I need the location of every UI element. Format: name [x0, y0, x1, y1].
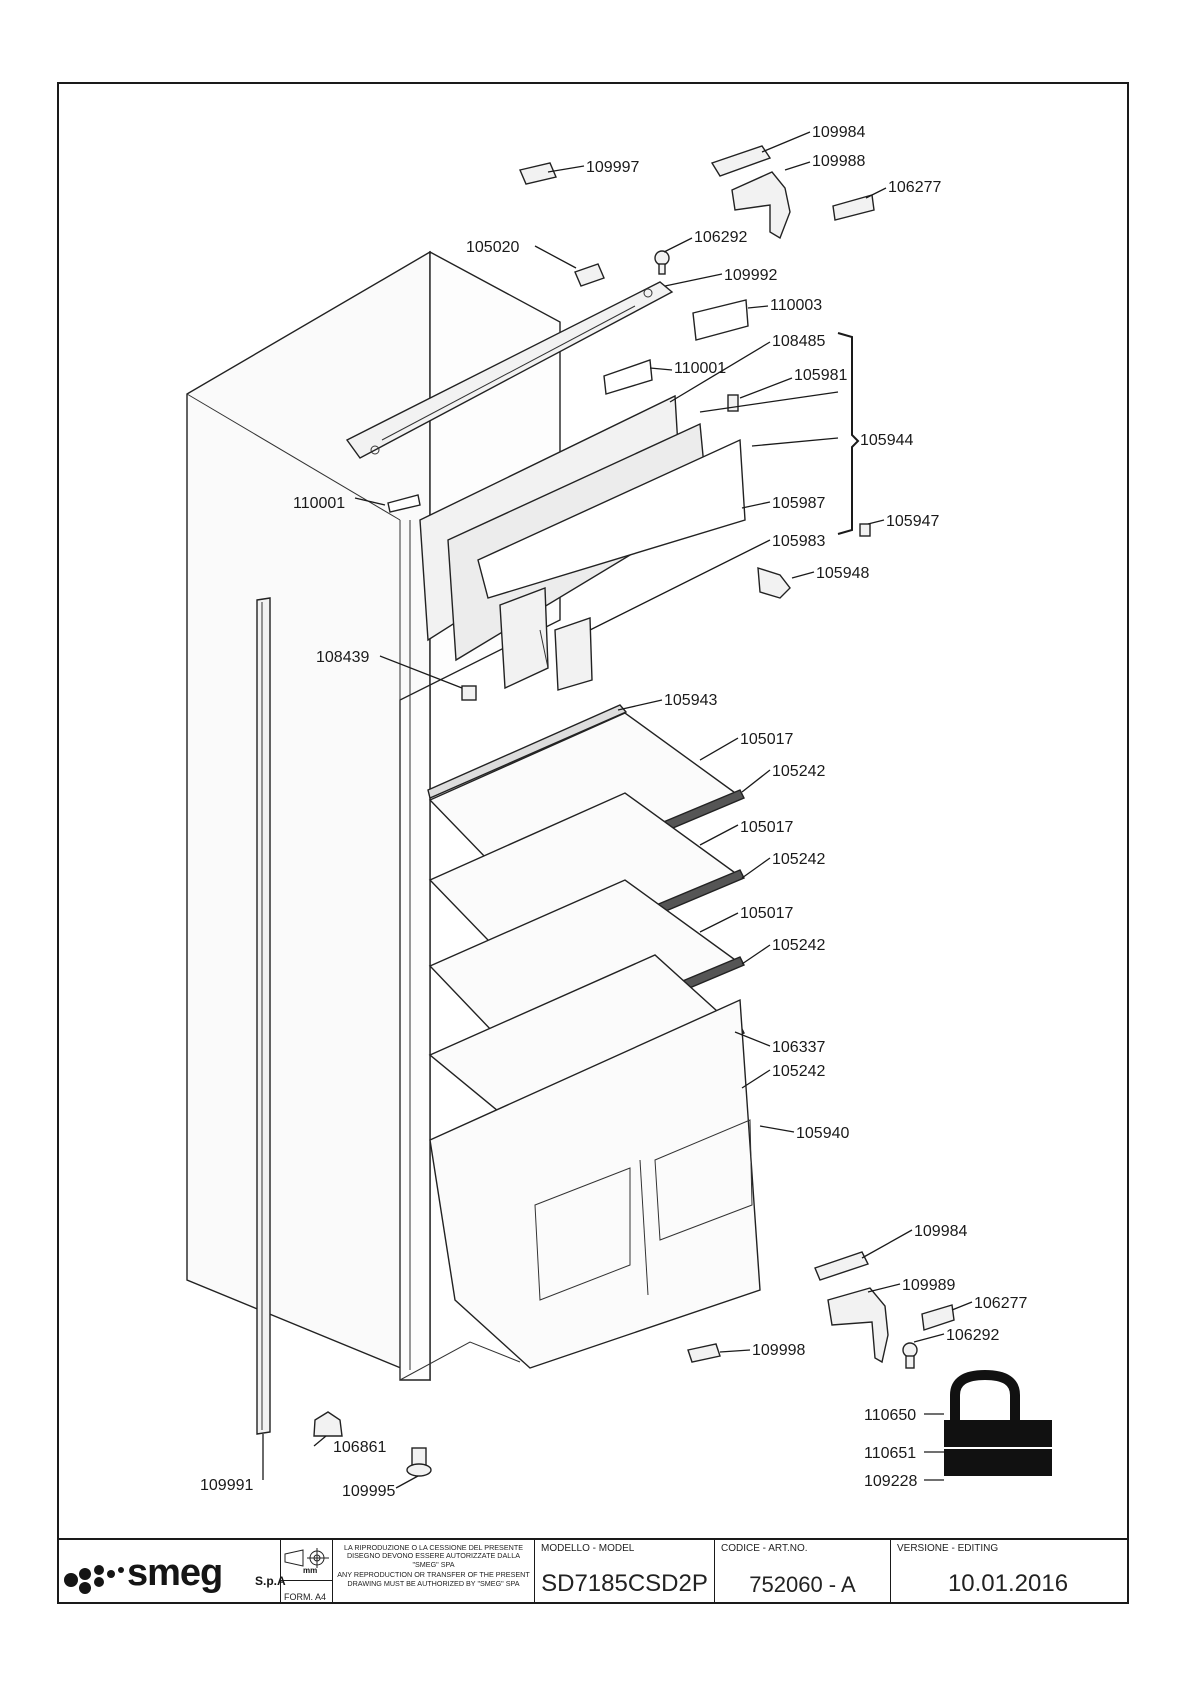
brand-name: smeg — [127, 1552, 223, 1594]
part-label: 110001 — [674, 360, 726, 377]
part-labels: 109984 109988 109997 106277 106292 10502… — [200, 124, 1027, 1500]
top-cap — [574, 263, 605, 287]
part-label: 105242 — [772, 1063, 825, 1080]
disclaimer-cell: LA RIPRODUZIONE O LA CESSIONE DEL PRESEN… — [333, 1540, 535, 1604]
crisper-drawers — [429, 998, 761, 1369]
plate-label — [387, 359, 653, 513]
freezer-compartment-door — [419, 394, 746, 691]
part-label: 109988 — [812, 153, 865, 170]
bottom-clip-2 — [687, 1343, 721, 1363]
part-label: 105242 — [772, 851, 825, 868]
part-label: 105020 — [466, 239, 519, 256]
model-cell: MODELLO - MODEL SD7185CSD2P — [535, 1540, 715, 1604]
part-label: 108485 — [772, 333, 825, 350]
code-cell: CODICE - ART.NO. 752060 - A — [715, 1540, 891, 1604]
part-label: 105242 — [772, 763, 825, 780]
model-caption: MODELLO - MODEL — [541, 1543, 635, 1554]
part-label: 105017 — [740, 731, 793, 748]
brand-suffix: S.p.A — [255, 1574, 286, 1588]
small-clip — [859, 523, 871, 537]
part-label: 105983 — [772, 533, 825, 550]
code-caption: CODICE - ART.NO. — [721, 1543, 808, 1554]
part-label: 109995 — [342, 1483, 395, 1500]
foot-adjustable — [406, 1447, 432, 1477]
model-number: SD7185CSD2P — [541, 1570, 708, 1597]
part-label: 106292 — [946, 1327, 999, 1344]
part-label: 106277 — [974, 1295, 1027, 1312]
door-stop — [757, 567, 791, 599]
drawing-frame — [57, 82, 1129, 1604]
part-label: 105242 — [772, 937, 825, 954]
part-label: 105017 — [740, 819, 793, 836]
part-label: 105017 — [740, 905, 793, 922]
part-label: 106861 — [333, 1439, 386, 1456]
part-label: 105981 — [794, 367, 847, 384]
upper-hinge — [731, 171, 791, 240]
part-label: 109998 — [752, 1342, 805, 1359]
part-label: 105944 — [860, 432, 913, 449]
lower-hinge — [827, 1287, 889, 1364]
bottom-pivot-screw — [902, 1342, 918, 1369]
top-pivot-screw — [654, 250, 670, 275]
projection-cell: mm FORM. A4 — [281, 1540, 333, 1604]
foot-front — [313, 1411, 343, 1437]
article-code: 752060 - A — [749, 1572, 856, 1597]
part-label: 109992 — [724, 267, 777, 284]
part-label: 109991 — [200, 1477, 253, 1494]
small-screw — [727, 394, 739, 412]
form-size: FORM. A4 — [284, 1592, 327, 1602]
part-label: 106337 — [772, 1039, 825, 1056]
part-label: 106277 — [888, 179, 941, 196]
version-cell: VERSIONE - EDITING 10.01.2016 — [891, 1540, 1125, 1604]
part-label: 110003 — [770, 297, 822, 314]
leader-lines — [262, 131, 973, 1489]
hinge-cover-top — [710, 145, 772, 177]
part-label: 105948 — [816, 565, 869, 582]
version-date: 10.01.2016 — [947, 1570, 1069, 1597]
part-label: 109989 — [902, 1277, 955, 1294]
part-label: 105940 — [796, 1125, 849, 1142]
label-plate-top — [832, 194, 875, 221]
rating-label — [692, 299, 749, 341]
exploded-parts-diagram: 109984 109988 109997 106277 106292 10502… — [186, 124, 1052, 1500]
part-label: 105943 — [664, 692, 717, 709]
part-label: 109984 — [812, 124, 865, 141]
part-label: 106292 — [694, 229, 747, 246]
version-caption: VERSIONE - EDITING — [897, 1543, 999, 1554]
brand-cell: smeg S.p.A — [57, 1540, 286, 1604]
top-rail-plate — [345, 281, 674, 459]
disclaimer-italian: LA RIPRODUZIONE O LA CESSIONE DEL PRESEN… — [343, 1543, 524, 1569]
part-label: 110001 — [293, 495, 345, 512]
unit-label: mm — [303, 1566, 318, 1575]
disclaimer-english: ANY REPRODUCTION OR TRANSFER OF THE PRES… — [337, 1570, 530, 1588]
part-label: 105987 — [772, 495, 825, 512]
title-block: smeg S.p.A mm FORM. A4 LA RIPRODUZIONE O… — [57, 1538, 1129, 1604]
hinge-cover-bottom — [814, 1251, 869, 1281]
part-label: 110650 — [864, 1407, 916, 1424]
part-label: 105947 — [886, 513, 939, 530]
bottom-clip — [461, 685, 477, 701]
part-label: 109984 — [914, 1223, 967, 1240]
label-plate-bottom — [921, 1304, 955, 1331]
top-clip — [519, 162, 557, 185]
accessory-kit-bag — [944, 1369, 1052, 1476]
projection-symbol-icon — [284, 1548, 329, 1568]
door-gasket-strip — [256, 597, 271, 1435]
smeg-logo-dots-icon — [64, 1565, 124, 1594]
part-label: 110651 — [864, 1445, 916, 1462]
part-label: 109997 — [586, 159, 639, 176]
part-label: 109228 — [864, 1473, 917, 1490]
part-label: 108439 — [316, 649, 369, 666]
